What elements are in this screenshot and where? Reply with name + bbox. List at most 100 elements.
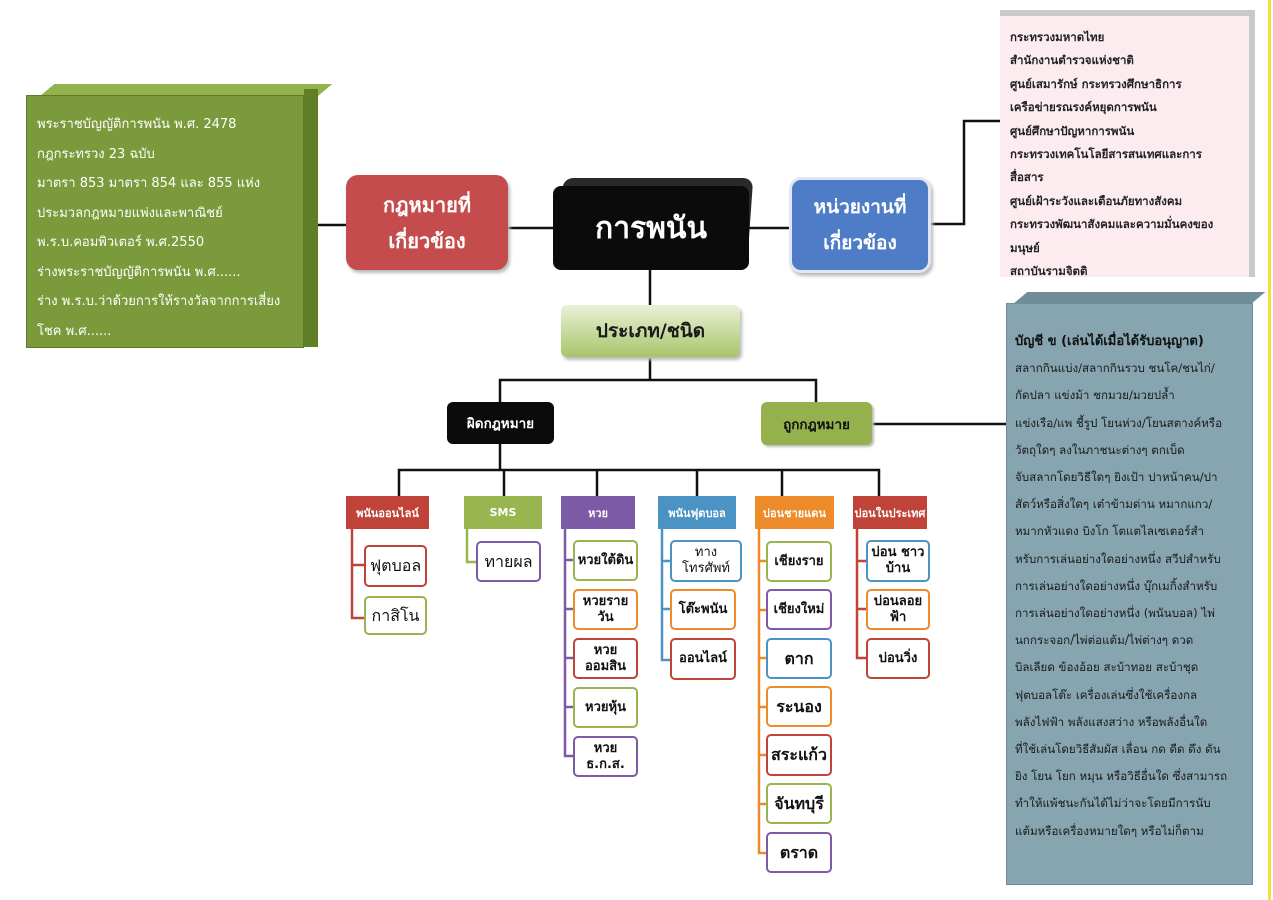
leaf-football-online: ฟุตบอล (364, 545, 427, 587)
leaf-village-casino: บ่อน ชาวบ้าน (866, 540, 930, 582)
legal-node: ถูกกฎหมาย (761, 402, 872, 445)
law-item: พ.ร.บ.คอมพิวเตอร์ พ.ศ.2550 (37, 235, 205, 250)
category-lottery: หวย (561, 496, 635, 529)
leaf-trat: ตราด (766, 832, 832, 873)
category-domestic-casino: บ่อนในประเทศ (853, 496, 927, 529)
law-item: โชค พ.ศ...... (37, 323, 112, 339)
legal-detail-line: สัตว์หรือสิ่งใดๆ เต๋าข้ามด่าน หมากแกว/ (1015, 497, 1213, 512)
legal-detail-line: นกกระจอก/ไพ่ต่อแต้ม/ไพ่ต่างๆ ดวด (1015, 633, 1194, 648)
category-border-casino: บ่อนชายแดน (755, 496, 834, 529)
leaf-stock-lottery: หวยหุ้น (573, 687, 638, 728)
page-edge-rule (1268, 0, 1271, 900)
leaf-sms-predict: ทายผล (476, 541, 541, 582)
leaf-label: เชียงใหม่ (773, 601, 825, 617)
leaf-chiang-rai: เชียงราย (766, 541, 832, 582)
leaf-label: ตราด (779, 842, 819, 862)
leaf-mobile-casino: บ่อนวิ่ง (866, 638, 930, 679)
agency-item: กระทรวงพัฒนาสังคมและความมั่นคงของ (1010, 217, 1214, 232)
category-label: พนันฟุตบอล (668, 506, 726, 520)
legal-detail-line: แข่งเรือ/แพ ชี้รูป โยนห่วง/โยนสตางค์หรือ (1015, 415, 1223, 430)
leaf-chiang-mai: เชียงใหม่ (766, 589, 832, 630)
category-label: บ่อนชายแดน (763, 506, 826, 520)
leaf-label: บ่อนวิ่ง (878, 650, 918, 666)
agency-item: ศูนย์เฝ้าระวังและเตือนภัยทางสังคม (1010, 193, 1183, 208)
law-item: ร่างพระราชบัญญัติการพนัน พ.ศ...... (37, 264, 241, 280)
center-title: การพนัน (595, 210, 707, 246)
leaf-phone-betting: ทาง โทรศัพท์ (670, 540, 742, 582)
law-item: มาตรา 853 มาตรา 854 และ 855 แห่ง (37, 176, 261, 191)
legal-detail-line: การเล่นอย่างใดอย่างหนึ่ง (พนันบอล) ไพ่ (1015, 606, 1215, 621)
leaf-label: หวย ธ.ก.ส. (586, 740, 625, 772)
category-online-gambling: พนันออนไลน์ (346, 496, 429, 529)
category-label: บ่อนในประเทศ (854, 506, 926, 520)
agency-item: ศูนย์ศึกษาปัญหาการพนัน (1010, 123, 1135, 138)
law-item: กฎกระทรวง 23 ฉบับ (37, 146, 155, 162)
law-box-side-face (304, 89, 318, 347)
types-title: ประเภท/ชนิด (595, 320, 706, 342)
legal-detail-line: หมากหัวแดง บิงโก โตแตไลเซเตอร์สำ (1015, 524, 1205, 539)
agency-item: เครือข่ายรณรงค์หยุดการพนัน (1010, 100, 1157, 115)
leaf-ranong: ระนอง (766, 686, 832, 727)
leaf-betting-table: โต๊ะพนัน (670, 589, 736, 630)
leaf-label: หวยรายวัน (582, 593, 629, 625)
leaf-gsb-lottery: หวย ออมสิน (573, 638, 638, 679)
legal-detail-line: แต้มหรือเครื่องหมายใดๆ หรือไม่ก็ตาม (1015, 823, 1204, 838)
leaf-label: โต๊ะพนัน (678, 601, 728, 617)
leaf-tak: ตาก (766, 638, 832, 679)
illegal-label: ผิดกฎหมาย (466, 416, 535, 432)
leaf-chanthaburi: จันทบุรี (766, 783, 832, 824)
related-laws-node: กฎหมายที่ เกี่ยวข้อง (346, 175, 508, 270)
agency-item: สื่อสาร (1010, 170, 1044, 185)
leaf-label: ทายผล (484, 551, 533, 571)
legal-detail-line: สลากกินแบ่ง/สลากกินรวบ ชนโค/ชนไก่/ (1015, 361, 1215, 376)
leaf-label: กาสิโน (371, 605, 420, 625)
leaf-label: บ่อน ชาวบ้าน (871, 545, 925, 576)
law-item: พระราชบัญญัติการพนัน พ.ศ. 2478 (37, 117, 237, 132)
leaf-sa-kaeo: สระแก้ว (766, 734, 832, 776)
category-label: หวย (588, 506, 608, 520)
leaf-label: หวยหุ้น (585, 699, 626, 715)
legal-detail-line: ที่ใช้เล่นโดยวิธีสัมผัส เลื่อน กด ดีด ดึ… (1015, 742, 1221, 757)
agency-item: ศูนย์เสมารักษ์ กระทรวงศึกษาธิการ (1010, 76, 1182, 91)
law-list-box: พระราชบัญญัติการพนัน พ.ศ. 2478 กฎกระทรวง… (26, 95, 304, 348)
legal-detail-line: ยิง โยน โยก หมุน หรือวิธีอื่นใด ซึ่งสามา… (1015, 769, 1228, 784)
law-item: ประมวลกฎหมายแพ่งและพาณิชย์ (37, 205, 223, 221)
leaf-casino-online: กาสิโน (364, 596, 427, 635)
legal-detail-line: ฟุตบอลโต๊ะ เครื่องเล่นซึ่งใช้เครื่องกล (1015, 687, 1198, 702)
legal-detail-line: ทำให้แพ้ชนะกันได้ไม่ว่าจะโดยมีการนับ (1015, 796, 1211, 811)
legal-detail-line: วัตถุใดๆ ลงในภาชนะต่างๆ ตกเบ็ด (1015, 442, 1185, 457)
agency-list-box: กระทรวงมหาดไทย สำนักงานตำรวจแห่งชาติ ศูน… (1000, 10, 1255, 278)
leaf-label: เชียงราย (774, 553, 824, 569)
legal-detail-box: บัญชี ข (เล่นได้เมื่อได้รับอนุญาต) สลากก… (1006, 303, 1253, 885)
related-agencies-line1: หน่วยงานที่ (813, 196, 907, 218)
category-label: พนันออนไลน์ (356, 506, 419, 520)
legal-detail-line: บิลเลียด ข้องอ้อย สะบ้าทอย สะบ้าชุด (1015, 660, 1199, 675)
agency-item: กระทรวงมหาดไทย (1010, 30, 1105, 44)
types-node: ประเภท/ชนิด (561, 305, 740, 357)
leaf-label: จันทบุรี (774, 793, 824, 813)
leaf-floating-casino: บ่อนลอย ฟ้า (866, 589, 930, 630)
leaf-online-betting: ออนไลน์ (670, 638, 736, 680)
leaf-daily-lottery: หวยรายวัน (573, 589, 638, 630)
agency-item: มนุษย์ (1010, 240, 1040, 255)
leaf-label: ฟุตบอล (369, 556, 422, 575)
center-node: การพนัน (553, 186, 749, 270)
related-laws-line2: เกี่ยวข้อง (388, 228, 466, 253)
legal-detail-line: หรับการเล่นอย่างใดอย่างหนึ่ง สวีปสำหรับ (1015, 551, 1221, 566)
agency-item: สถาบันรามจิตติ (1010, 264, 1088, 279)
agency-item: กระทรวงเทคโนโลยีสารสนเทศและการ (1010, 147, 1202, 162)
leaf-label: หวย ออมสิน (584, 642, 626, 674)
illegal-node: ผิดกฎหมาย (447, 402, 554, 444)
legal-detail-title: บัญชี ข (เล่นได้เมื่อได้รับอนุญาต) (1015, 334, 1204, 349)
legal-detail-line: จับสลากโดยวิธีใดๆ ยิงเป้า ปาหน้าคน/ปา (1015, 470, 1218, 485)
law-item: ร่าง พ.ร.บ.ว่าด้วยการให้รางวัลจากการเสี่… (37, 294, 281, 309)
leaf-label: หวยใต้ดิน (577, 552, 634, 568)
leaf-label: ออนไลน์ (679, 651, 727, 666)
agency-item: สำนักงานตำรวจแห่งชาติ (1010, 53, 1134, 68)
leaf-baac-lottery: หวย ธ.ก.ส. (573, 736, 638, 777)
leaf-label: ตาก (784, 648, 814, 668)
leaf-label: บ่อนลอย ฟ้า (873, 593, 923, 625)
related-laws-line1: กฎหมายที่ (382, 192, 472, 217)
category-football-betting: พนันฟุตบอล (658, 496, 736, 529)
